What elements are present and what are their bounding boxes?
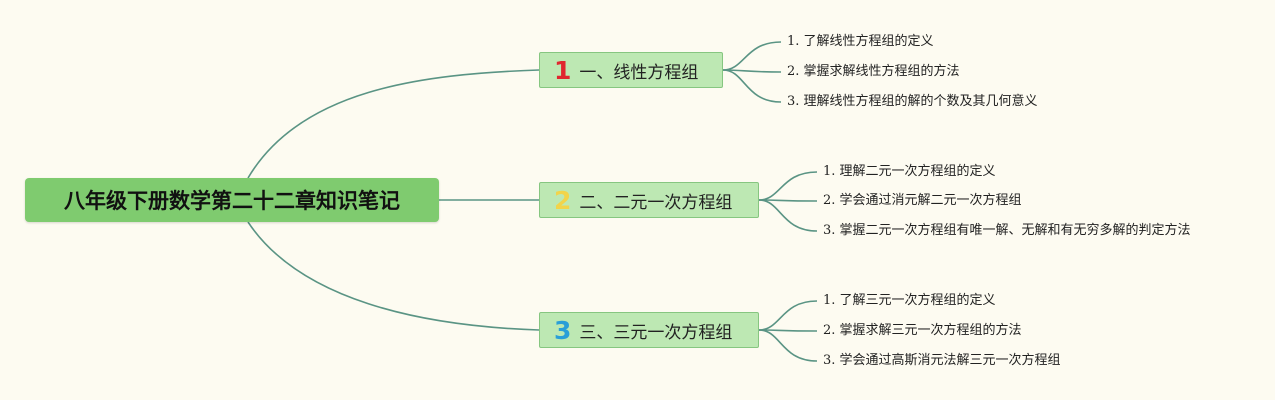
leaf-item[interactable]: 1. 理解二元一次方程组的定义: [823, 164, 996, 179]
leaf-item[interactable]: 2. 学会通过消元解二元一次方程组: [823, 193, 1022, 208]
leaf-item[interactable]: 3. 理解线性方程组的解的个数及其几何意义: [787, 94, 1038, 109]
root-topic-label: 八年级下册数学第二十二章知识笔记: [64, 189, 400, 213]
leaf-item[interactable]: 1. 了解线性方程组的定义: [787, 34, 934, 49]
leaf-item[interactable]: 2. 掌握求解三元一次方程组的方法: [823, 323, 1022, 338]
branch-two-variable-systems[interactable]: 2 二、二元一次方程组: [539, 182, 759, 218]
number-2-icon: 2: [554, 185, 572, 215]
branch-linear-systems[interactable]: 1 一、线性方程组: [539, 52, 723, 88]
leaf-item[interactable]: 3. 学会通过高斯消元法解三元一次方程组: [823, 353, 1061, 368]
connector-branch-2-leaf-3: [758, 199, 818, 232]
connector-branch-3-leaf-2: [758, 329, 818, 332]
root-topic[interactable]: 八年级下册数学第二十二章知识笔记: [25, 178, 439, 222]
branch-three-variable-systems[interactable]: 3 三、三元一次方程组: [539, 312, 759, 348]
leaf-item[interactable]: 1. 了解三元一次方程组的定义: [823, 293, 996, 308]
leaf-item[interactable]: 2. 掌握求解线性方程组的方法: [787, 64, 960, 79]
connector-branch-3-leaf-3: [758, 329, 818, 362]
connector-branch-1-leaf-3: [722, 69, 782, 103]
connector-branch-2-leaf-1: [758, 171, 818, 201]
connector-root-branch-3: [247, 221, 540, 331]
connector-branch-2-leaf-2: [758, 199, 818, 202]
number-1-icon: 1: [554, 55, 572, 85]
connector-root-branch-1: [247, 69, 540, 179]
connector-branch-3-leaf-1: [758, 300, 818, 331]
number-3-icon: 3: [554, 315, 572, 345]
branch-label: 三、三元一次方程组: [579, 322, 733, 343]
branch-label: 一、线性方程组: [579, 62, 699, 83]
connector-branch-1-leaf-1: [722, 41, 782, 71]
leaf-item[interactable]: 3. 掌握二元一次方程组有唯一解、无解和有无穷多解的判定方法: [823, 223, 1191, 238]
branch-label: 二、二元一次方程组: [579, 192, 733, 213]
